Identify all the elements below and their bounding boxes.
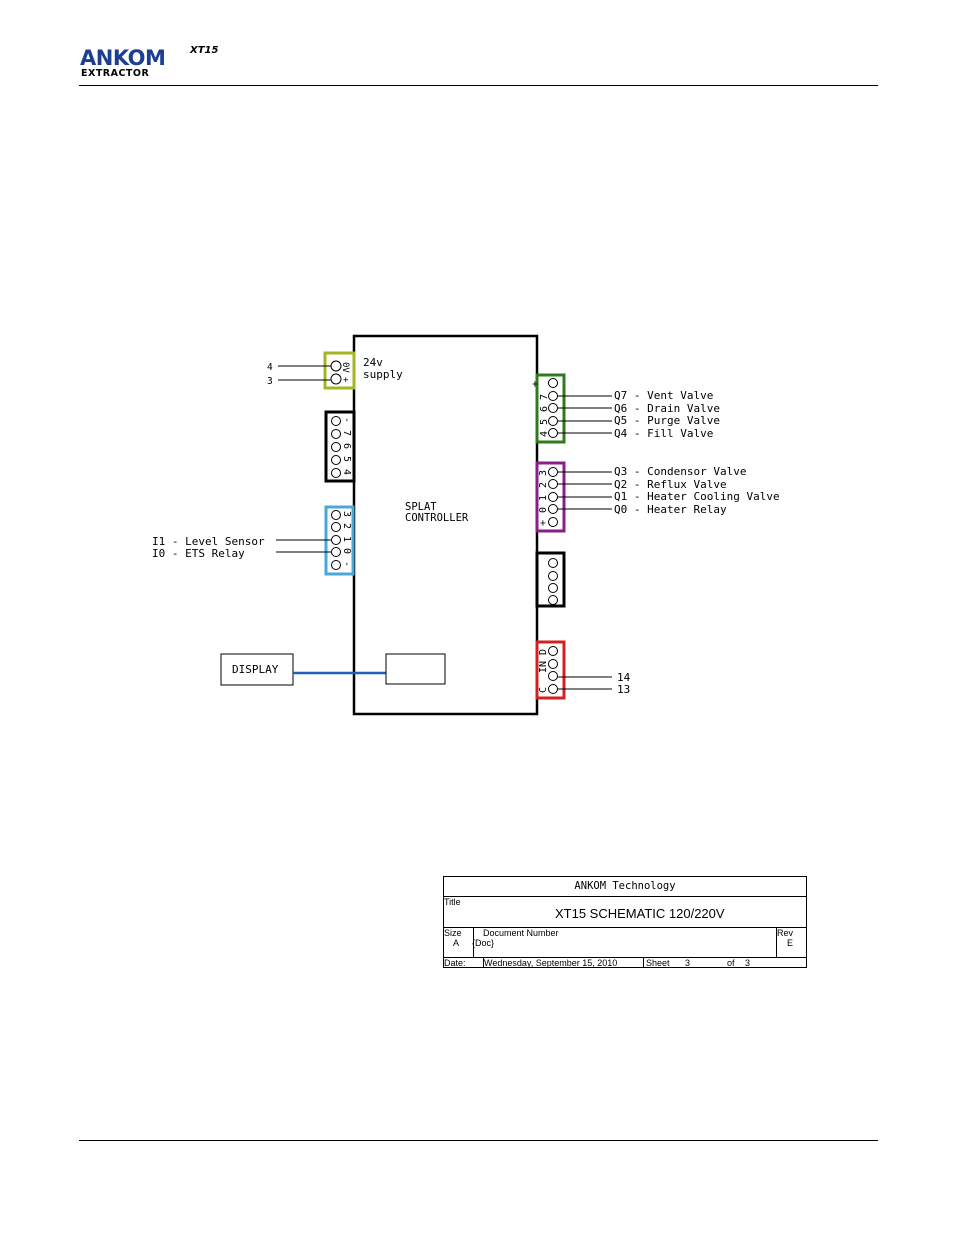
tb-title: XT15 SCHEMATIC 120/220V	[555, 906, 725, 921]
supply-label-line1: 24v	[363, 356, 383, 369]
signal-q3: Q3 - Condensor Valve	[614, 465, 746, 478]
output1-pin-6: 6	[539, 406, 550, 412]
input-bottom-pin-1: 1	[341, 536, 352, 542]
tb-sheet-label: Sheet	[646, 958, 670, 968]
tb-rev-label: Rev	[777, 928, 794, 938]
signal-i0: I0 - ETS Relay	[152, 547, 245, 560]
signal-q7: Q7 - Vent Valve	[614, 389, 713, 402]
controller-label-line1: SPLAT	[405, 501, 437, 513]
signal-i1: I1 - Level Sensor	[152, 535, 265, 548]
tb-date-value: Wednesday, September 15, 2010	[484, 958, 618, 968]
output2-pin-3: 3	[538, 470, 549, 476]
tb-sheet-value: 3	[685, 958, 691, 968]
supply-label-line2: supply	[363, 368, 403, 381]
supply-pin-plus: +	[340, 377, 350, 383]
supply-wire-3: 3	[267, 376, 273, 387]
output2-pin-2: 2	[538, 482, 549, 488]
output1-pin-5: 5	[539, 419, 550, 425]
input-bottom-pin-3: 3	[341, 511, 352, 517]
tb-rev-value: E	[787, 938, 794, 948]
comm-pin-c: C	[538, 687, 549, 693]
input-top-pin-5: 5	[341, 456, 352, 462]
footer-rule	[79, 1140, 878, 1141]
output-block-3	[535, 551, 566, 608]
signal-q2: Q2 - Reflux Valve	[614, 478, 727, 491]
tb-of-value: 3	[745, 958, 751, 968]
wiring-diagram: SPLAT CONTROLLER 0V + 4 3 24v supply - 7…	[152, 334, 780, 716]
tb-size-value: A	[453, 938, 460, 948]
input-top-pin-4: 4	[341, 469, 352, 475]
input-top-pin-6: 6	[341, 443, 352, 449]
comm-pin-in: IN	[538, 661, 549, 673]
tb-doc-value: {Doc}	[472, 938, 495, 948]
display-label: DISPLAY	[232, 663, 279, 676]
tb-title-label: Title	[444, 897, 461, 907]
logo-main-text: ANKOM	[80, 46, 166, 70]
input-top-pin-7: 7	[341, 430, 352, 436]
signal-q0: Q0 - Heater Relay	[614, 503, 727, 516]
comm-wire-13: 13	[617, 683, 630, 696]
input-bottom-pin-2: 2	[341, 523, 352, 529]
ankom-logo: ANKOM XT15 EXTRACTOR	[80, 45, 230, 86]
input-top-pin-minus: -	[341, 417, 352, 423]
supply-pin-0v: 0V	[340, 362, 350, 373]
signal-q4: Q4 - Fill Valve	[614, 427, 713, 440]
input-bottom-pin-minus: -	[341, 561, 352, 567]
supply-connector: 0V +	[323, 351, 356, 390]
input-block-top: - 7 6 5 4	[324, 410, 356, 483]
output1-pin-7: 7	[539, 394, 550, 400]
signal-q6: Q6 - Drain Valve	[614, 402, 720, 415]
title-block: ANKOM Technology Title XT15 SCHEMATIC 12…	[443, 876, 807, 968]
comm-block: D IN C	[535, 640, 566, 700]
output2-pin-plus: +	[538, 520, 549, 526]
controller-label-line2: CONTROLLER	[405, 512, 469, 524]
tb-company: ANKOM Technology	[574, 880, 676, 892]
logo-superscript: XT15	[190, 45, 219, 56]
input-bottom-pin-0: 0	[341, 548, 352, 554]
display-box	[220, 653, 294, 686]
output1-pin-4: 4	[539, 431, 550, 437]
tb-size-label: Size	[444, 928, 462, 938]
signal-q5: Q5 - Purge Valve	[614, 414, 720, 427]
tb-of-label: of	[727, 958, 735, 968]
header-rule	[79, 85, 878, 86]
output2-pin-1: 1	[538, 495, 549, 501]
logo-subtitle: EXTRACTOR	[81, 68, 150, 79]
output1-pin-plus: +	[530, 381, 541, 387]
comm-wire-14: 14	[617, 671, 631, 684]
comm-pin-d: D	[538, 649, 549, 655]
supply-wire-4: 4	[267, 362, 273, 373]
tb-doc-label: Document Number	[483, 928, 559, 938]
tb-date-label: Date:	[444, 958, 466, 968]
output2-pin-0: 0	[538, 507, 549, 513]
signal-q1: Q1 - Heater Cooling Valve	[614, 490, 780, 503]
display-port	[385, 653, 446, 685]
